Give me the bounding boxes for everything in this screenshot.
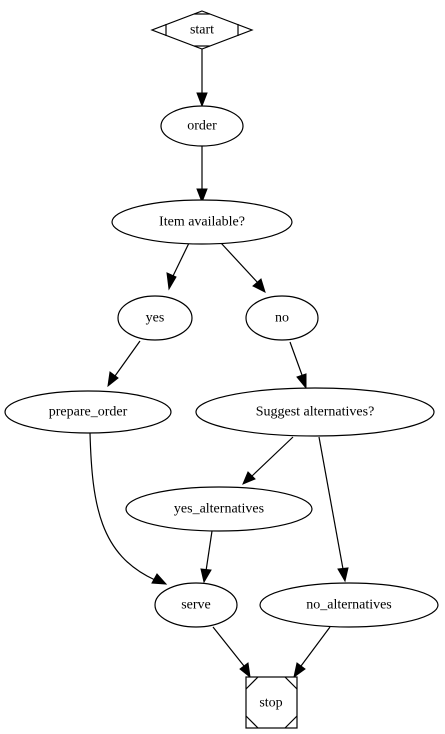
stop-corner-bl [245, 715, 259, 729]
serve-ellipse [154, 582, 238, 628]
yes-alternatives-ellipse [125, 486, 313, 532]
prepare-order-label: prepare_order [49, 405, 128, 420]
no-alternatives-label: no_alternatives [306, 598, 392, 613]
no-label: no [275, 311, 289, 326]
item-available-ellipse [111, 199, 293, 245]
arrowhead-stop-left [239, 662, 251, 679]
serve-label: serve [181, 598, 211, 613]
arrowhead-yes-alternatives [242, 471, 256, 485]
yes-label: yes [146, 311, 165, 326]
edge-yes-to-prepare-order [114, 340, 141, 377]
no-ellipse [245, 295, 319, 341]
arrowhead-serve-left [151, 573, 168, 585]
stop-corner-br [284, 715, 298, 729]
edge-serve-to-stop [212, 626, 245, 667]
arrowhead-item-available [196, 188, 208, 204]
node-serve: serve [154, 582, 238, 628]
node-yes: yes [117, 295, 193, 341]
edge-item-available-to-no [220, 242, 259, 284]
stop-corner-tl [245, 676, 259, 690]
arrowhead-yes [166, 272, 177, 291]
node-yes-alternatives: yes_alternatives [125, 486, 313, 532]
node-start: start [150, 10, 254, 50]
yes-ellipse [117, 295, 193, 341]
edge-no-to-suggest-alternatives [289, 341, 303, 376]
prepare-order-ellipse [4, 390, 172, 434]
edge-item-available-to-yes [172, 242, 190, 277]
start-diamond [150, 10, 254, 50]
order-ellipse [160, 105, 244, 147]
edge-prepare-order-to-serve [89, 432, 156, 581]
node-no: no [245, 295, 319, 341]
yes-alternatives-label: yes_alternatives [174, 502, 264, 517]
arrowhead-stop-right [293, 662, 306, 679]
arrowhead-no-alternatives [337, 567, 349, 583]
edges [89, 49, 349, 679]
start-label: start [190, 23, 214, 38]
node-prepare-order: prepare_order [4, 390, 172, 434]
no-alternatives-ellipse [259, 582, 439, 628]
stop-corner-tr [284, 676, 298, 690]
edge-suggest-to-no-alternatives [318, 436, 344, 570]
arrowhead-prepare-order [107, 371, 119, 388]
edge-yes-alternatives-to-serve [205, 530, 213, 572]
node-order: order [160, 105, 244, 147]
node-stop: stop [245, 676, 298, 729]
suggest-alternatives-label: Suggest alternatives? [256, 405, 375, 420]
suggest-alternatives-ellipse [195, 387, 435, 437]
order-label: order [187, 119, 217, 134]
node-no-alternatives: no_alternatives [259, 582, 439, 628]
node-item-available: Item available? [111, 199, 293, 245]
edge-no-alternatives-to-stop [300, 626, 331, 667]
stop-label: stop [259, 696, 282, 711]
arrowhead-no [252, 278, 266, 293]
arrowhead-order [196, 92, 208, 108]
edge-suggest-to-yes-alternatives [251, 436, 294, 477]
stop-square [245, 676, 298, 729]
item-available-label: Item available? [159, 215, 245, 230]
arrowhead-serve-top [200, 568, 212, 584]
arrowhead-suggest-alternatives [296, 373, 307, 390]
node-suggest-alternatives: Suggest alternatives? [195, 387, 435, 437]
